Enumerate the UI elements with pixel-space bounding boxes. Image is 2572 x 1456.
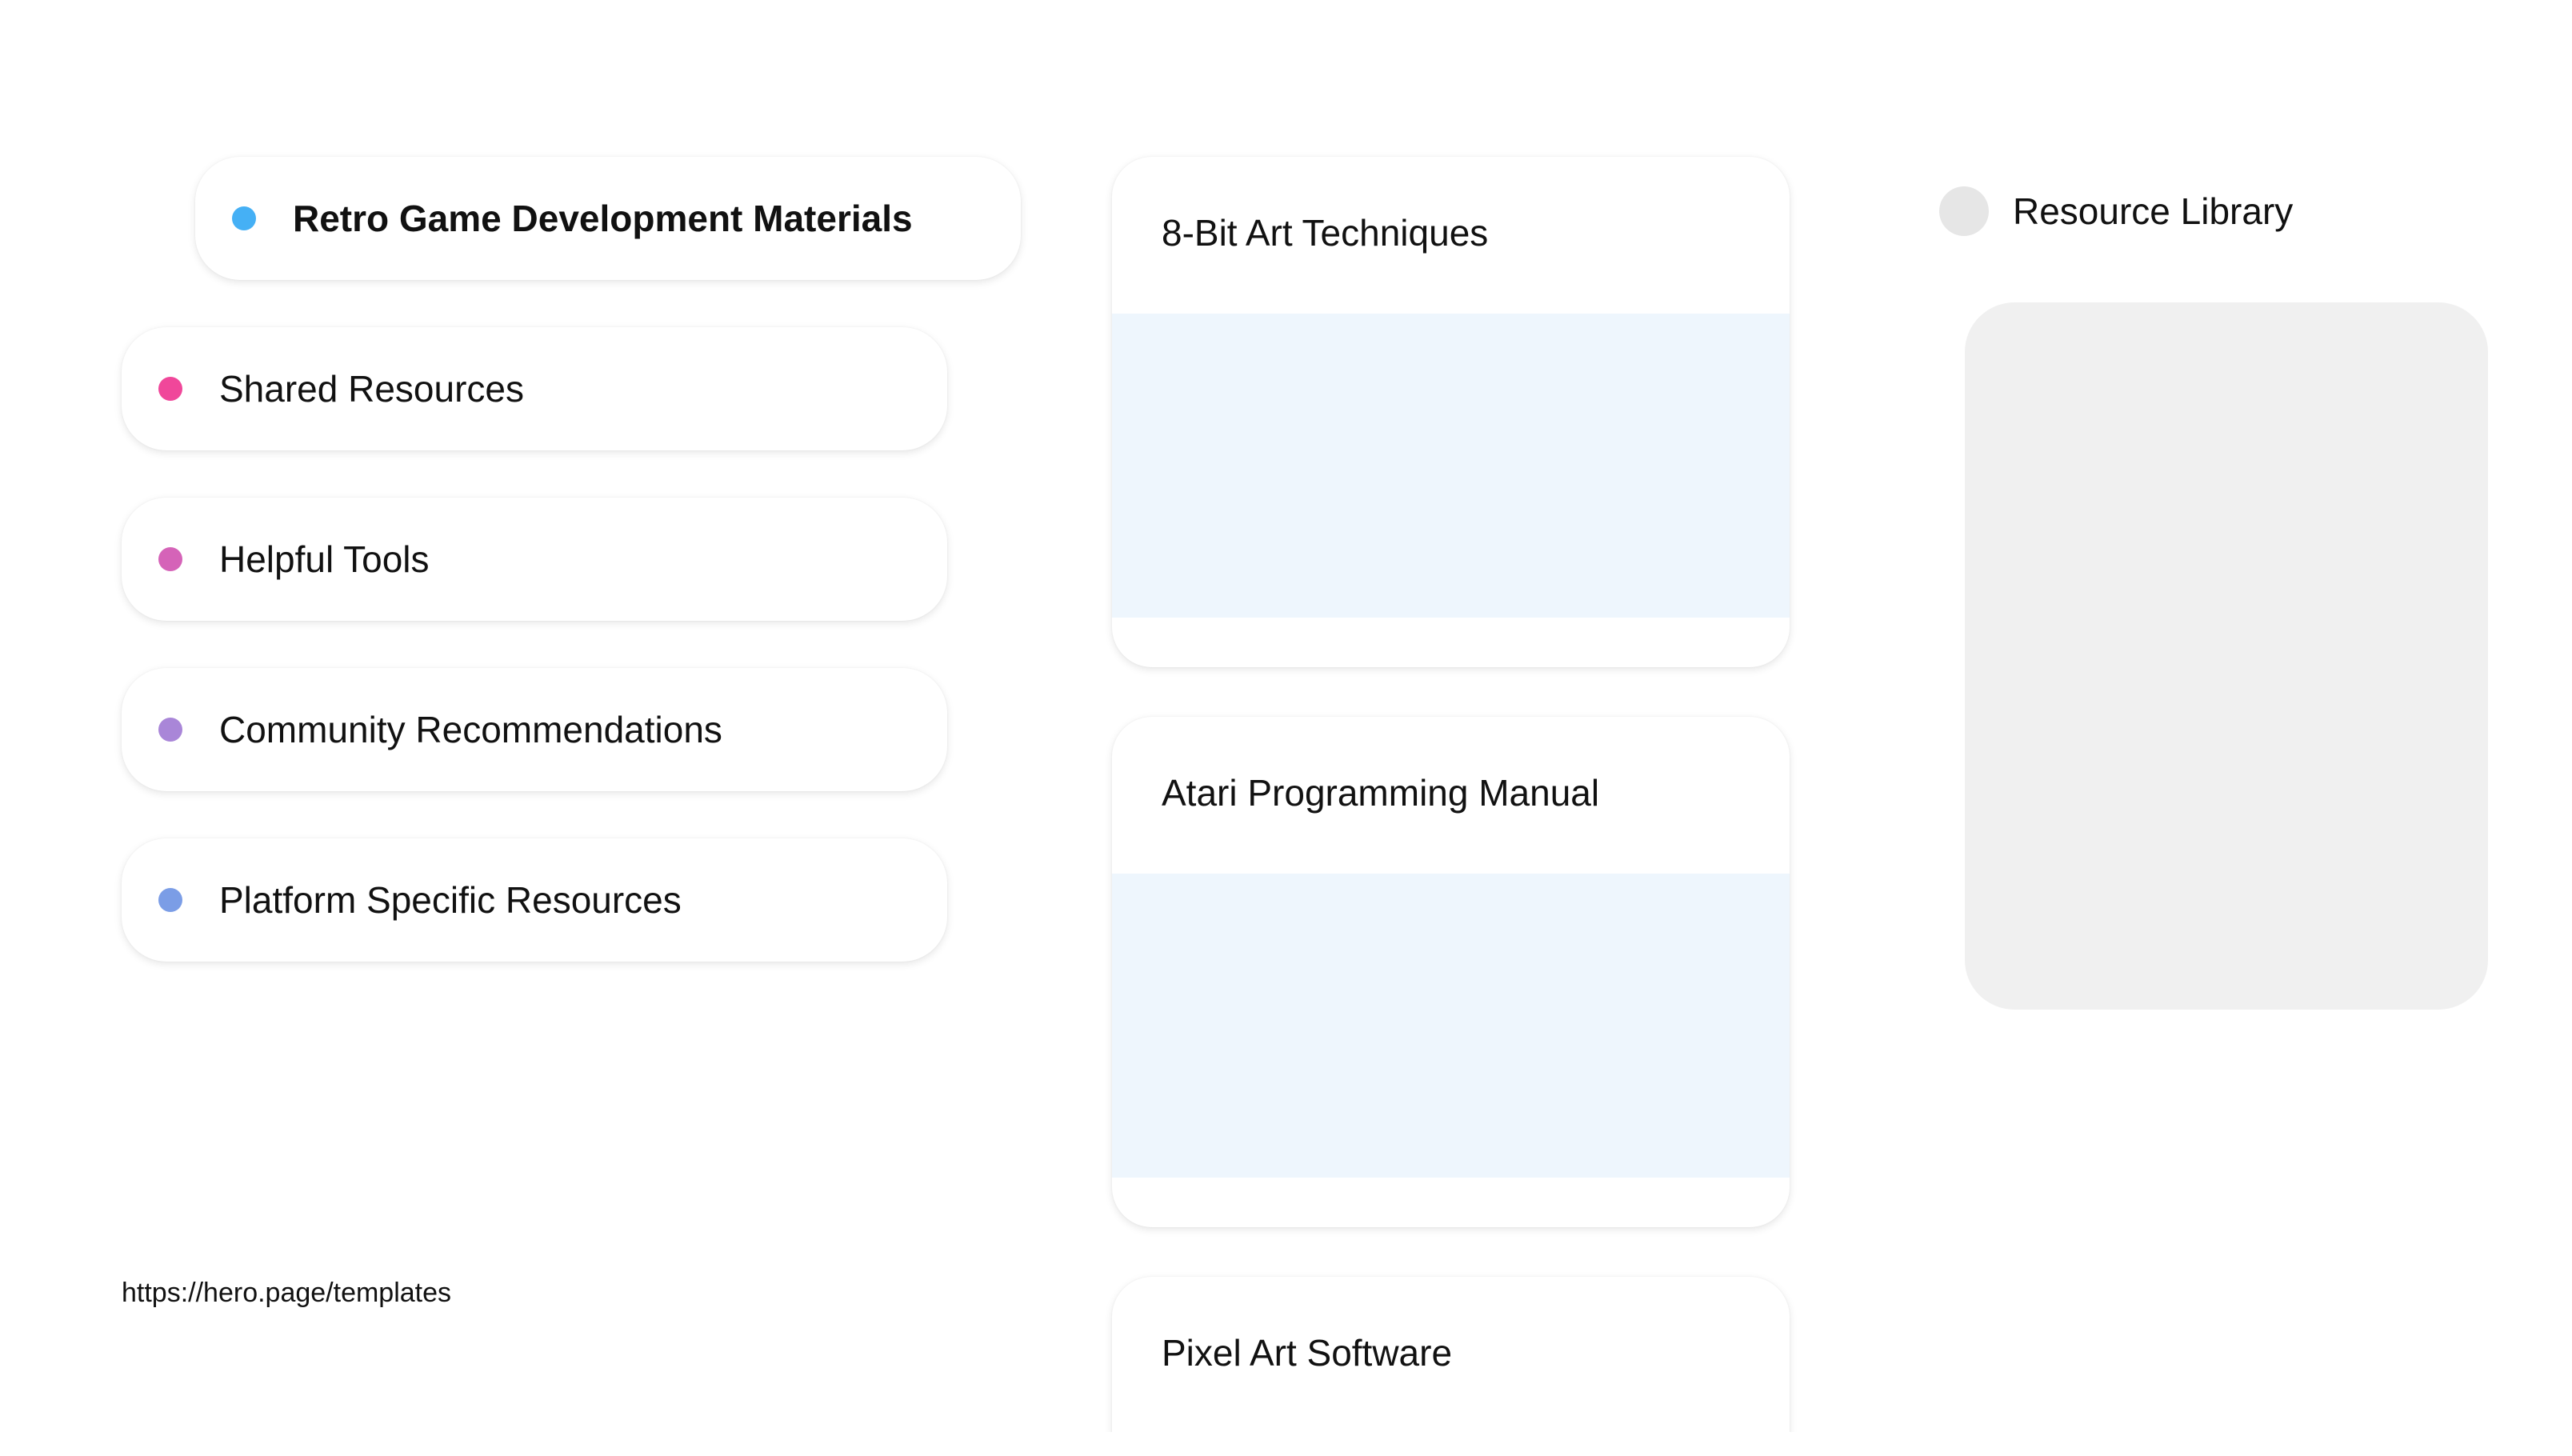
category-helpful-tools[interactable]: Helpful Tools — [122, 498, 947, 621]
category-label: Platform Specific Resources — [219, 879, 682, 921]
category-label: Shared Resources — [219, 368, 524, 410]
viewport-bottom-edge — [1096, 1432, 1816, 1456]
magenta-dot-icon — [158, 547, 182, 571]
pink-dot-icon — [158, 377, 182, 401]
blue-dot-icon — [232, 206, 256, 230]
category-shared-resources[interactable]: Shared Resources — [122, 327, 947, 450]
periwinkle-dot-icon — [158, 888, 182, 912]
resource-library-title: Resource Library — [2013, 190, 2294, 232]
category-label: Community Recommendations — [219, 709, 722, 750]
category-label: Helpful Tools — [219, 538, 430, 580]
purple-dot-icon — [158, 718, 182, 742]
card-title: 8-Bit Art Techniques — [1162, 212, 1489, 254]
card-title: Atari Programming Manual — [1162, 772, 1600, 814]
resource-library-panel[interactable] — [1965, 302, 2488, 1010]
avatar — [1939, 186, 1989, 236]
card-title: Pixel Art Software — [1162, 1332, 1453, 1374]
resource-card-pixel-art-software[interactable]: Pixel Art Software — [1112, 1277, 1790, 1437]
category-header-label: Retro Game Development Materials — [293, 198, 913, 239]
category-community-recommendations[interactable]: Community Recommendations — [122, 668, 947, 791]
category-platform-specific-resources[interactable]: Platform Specific Resources — [122, 838, 947, 962]
category-header-retro-game-development[interactable]: Retro Game Development Materials — [195, 157, 1021, 280]
footer-url-link[interactable]: https://hero.page/templates — [122, 1278, 452, 1308]
resource-library-header[interactable]: Resource Library — [1939, 186, 2293, 237]
card-image-placeholder — [1112, 874, 1790, 1178]
resource-card-8bit-art[interactable]: 8-Bit Art Techniques — [1112, 157, 1790, 667]
card-image-placeholder — [1112, 314, 1790, 618]
resource-card-atari-manual[interactable]: Atari Programming Manual — [1112, 717, 1790, 1227]
